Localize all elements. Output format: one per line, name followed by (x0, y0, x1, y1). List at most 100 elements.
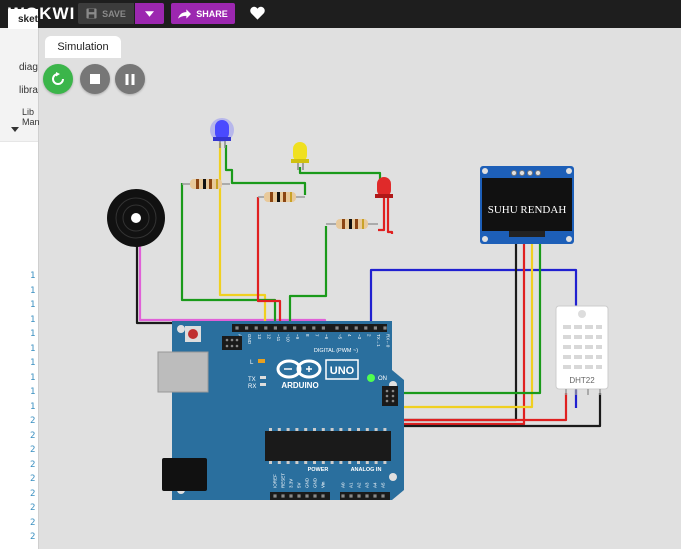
pin-hole[interactable] (373, 494, 377, 498)
library-manager-button[interactable]: Lib Man (22, 107, 40, 127)
pin-hole[interactable] (281, 494, 285, 498)
dht22-grille (563, 325, 602, 369)
wire-blue-led[interactable] (218, 143, 267, 331)
pause-button[interactable] (115, 64, 145, 94)
pin-hole[interactable] (283, 326, 287, 330)
pin-hole[interactable] (349, 494, 353, 498)
pin-hole[interactable] (383, 326, 387, 330)
pin-hole[interactable] (357, 494, 361, 498)
pin-label: ~9 (295, 334, 300, 340)
pin-hole[interactable] (345, 326, 349, 330)
led-blue[interactable] (210, 118, 234, 148)
pin-label: A2 (357, 482, 362, 488)
pin-label: A1 (349, 482, 354, 488)
tab-libraries[interactable]: libra (19, 85, 38, 96)
chip-pin (374, 461, 378, 464)
chip-pin (383, 428, 387, 431)
line-number: 2 (30, 488, 36, 499)
pin-hole[interactable] (365, 494, 369, 498)
share-button[interactable]: SHARE (171, 3, 235, 24)
power-label: POWER (308, 467, 329, 473)
like-button[interactable] (250, 6, 265, 25)
pin-hole[interactable] (321, 326, 325, 330)
chip-pin (374, 428, 378, 431)
pin-hole[interactable] (373, 326, 377, 330)
pin-label: TX→1 (376, 334, 381, 347)
stop-button[interactable] (80, 64, 110, 94)
chip-pin (330, 461, 334, 464)
pin-label: GND (313, 477, 318, 488)
chip-pin (304, 428, 308, 431)
buzzer[interactable] (107, 189, 165, 247)
resistor-1[interactable] (182, 179, 230, 189)
pin-label: A5 (381, 482, 386, 488)
pin-hole[interactable] (364, 326, 368, 330)
wire-green-1[interactable] (180, 183, 277, 331)
oled-display[interactable]: SUHU RENDAH (480, 166, 574, 244)
tab-simulation[interactable]: Simulation (45, 36, 121, 58)
save-dropdown-button[interactable] (135, 3, 164, 24)
pin-label: 4 (347, 334, 352, 337)
line-number: 2 (30, 474, 36, 484)
wire-buzzer-signal[interactable] (138, 245, 327, 328)
pin-hole[interactable] (273, 326, 277, 330)
caret-down-icon[interactable] (11, 127, 19, 132)
pin-hole[interactable] (245, 326, 249, 330)
led-red[interactable] (375, 177, 393, 198)
chip-pin (348, 428, 352, 431)
pin-hole[interactable] (312, 326, 316, 330)
pin-hole[interactable] (302, 326, 306, 330)
chip-pins (269, 428, 387, 464)
line-number: 1 (30, 372, 36, 383)
wire-red-led[interactable] (378, 198, 386, 232)
library-manager-label-1: Lib (22, 107, 35, 117)
save-button[interactable]: SAVE (78, 3, 134, 24)
pin-hole[interactable] (335, 326, 339, 330)
tab-diagram[interactable]: diag (19, 62, 38, 73)
pin-hole[interactable] (381, 494, 385, 498)
pin-hole[interactable] (293, 326, 297, 330)
wire-green-2[interactable] (298, 167, 382, 190)
wire-green-3[interactable] (288, 226, 328, 331)
line-number: 1 (30, 387, 36, 397)
pin-label: A0 (341, 482, 346, 488)
pin-label: ~10 (286, 334, 291, 342)
restart-button[interactable] (43, 64, 73, 94)
pin-hole[interactable] (305, 494, 309, 498)
pin-hole[interactable] (313, 494, 317, 498)
resistor-3[interactable] (326, 219, 378, 229)
led-yellow[interactable] (291, 142, 309, 170)
wire-oled-yellow[interactable] (382, 232, 534, 468)
dht22-sensor[interactable]: DHT22 (555, 305, 609, 395)
pin-label: 12 (266, 334, 271, 340)
chip-pin (321, 428, 325, 431)
floppy-disk-icon (86, 8, 97, 19)
wire-buzzer-gnd[interactable] (135, 245, 272, 331)
tab-sketch[interactable]: sket (8, 9, 38, 29)
atmega-chip (265, 431, 391, 461)
pin-hole[interactable] (264, 326, 268, 330)
pin-hole[interactable] (273, 494, 277, 498)
chip-pin (365, 428, 369, 431)
pin-label: GND (305, 477, 310, 488)
wire-red-1[interactable] (256, 197, 282, 331)
pin-hole[interactable] (341, 494, 345, 498)
chip-pin (339, 461, 343, 464)
pin-hole[interactable] (297, 494, 301, 498)
pin-hole[interactable] (354, 326, 358, 330)
digital-pin-holes (235, 326, 387, 330)
icsp2-header (382, 386, 398, 406)
pin-label: 7 (314, 334, 319, 337)
pin-hole[interactable] (235, 326, 239, 330)
pin-hole[interactable] (321, 494, 325, 498)
chip-pin (269, 461, 272, 464)
pin-hole[interactable] (289, 494, 293, 498)
resistor-2[interactable] (258, 192, 305, 202)
editor-tab-strip (0, 28, 38, 141)
wire-blue-led-gnd[interactable] (224, 145, 307, 195)
wire-red-led-2[interactable] (386, 198, 394, 234)
pin-hole[interactable] (254, 326, 258, 330)
line-number: 1 (30, 358, 36, 368)
